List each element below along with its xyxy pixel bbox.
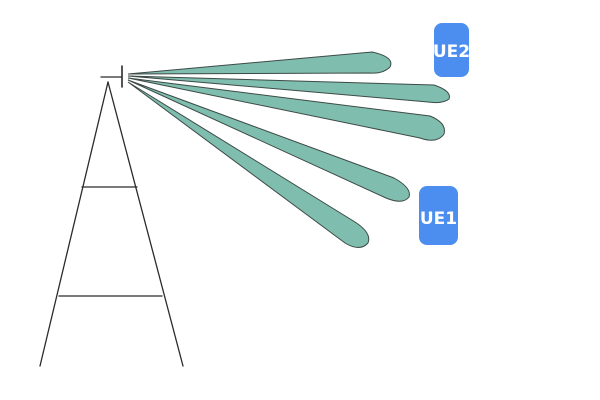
ue1-badge <box>419 186 458 245</box>
ue2-device: UE2 <box>433 23 470 77</box>
beam-2 <box>127 75 450 104</box>
ue2-badge <box>434 23 469 77</box>
ue2-label: UE2 <box>433 42 470 62</box>
beam-4 <box>127 79 410 202</box>
beam-1 <box>127 51 392 75</box>
beam-5 <box>127 81 370 248</box>
tower-right-leg <box>107 81 184 367</box>
ue1-device: UE1 <box>419 186 458 245</box>
beam-3 <box>127 77 445 141</box>
beam-group <box>127 51 450 248</box>
ue1-label: UE1 <box>420 209 457 229</box>
antenna-tower <box>39 65 184 367</box>
tower-left-leg <box>39 81 109 367</box>
